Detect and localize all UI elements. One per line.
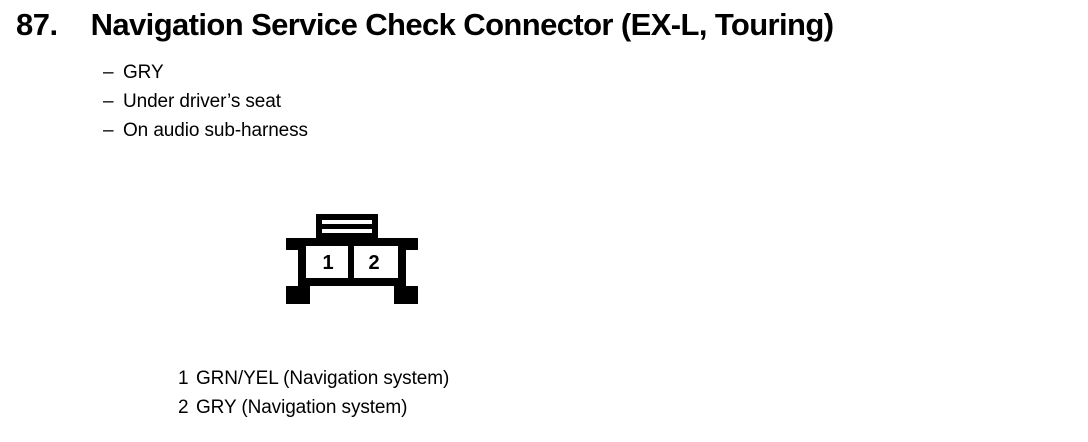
connector-shell-walls bbox=[286, 238, 418, 304]
cavity-number-2: 2 bbox=[368, 252, 379, 274]
legend-row: 1 GRN/YEL (Navigation system) bbox=[178, 369, 449, 398]
page-title: 87. Navigation Service Check Connector (… bbox=[16, 9, 1076, 40]
pin-legend: 1 GRN/YEL (Navigation system) 2 GRY (Nav… bbox=[178, 369, 449, 427]
spec-item-label: Under driver’s seat bbox=[123, 91, 281, 112]
specification-list: – GRY – Under driver’s seat – On audio s… bbox=[103, 63, 308, 150]
dash-icon: – bbox=[103, 91, 114, 112]
spec-item-label: GRY bbox=[123, 62, 164, 83]
dash-icon: – bbox=[103, 62, 114, 83]
legend-pin-description: GRN/YEL (Navigation system) bbox=[196, 368, 450, 389]
connector-diagram: 1 2 bbox=[278, 208, 428, 312]
spec-item: – GRY bbox=[103, 63, 308, 92]
section-title: Navigation Service Check Connector (EX-L… bbox=[90, 7, 834, 42]
legend-pin-description: GRY (Navigation system) bbox=[196, 397, 408, 418]
section-number: 87. bbox=[16, 7, 58, 42]
dash-icon: – bbox=[103, 120, 114, 141]
legend-row: 2 GRY (Navigation system) bbox=[178, 398, 449, 427]
cavity-number-1: 1 bbox=[322, 252, 333, 274]
legend-pin-number: 2 bbox=[178, 397, 189, 418]
legend-pin-number: 1 bbox=[178, 368, 189, 389]
connector-locking-tab bbox=[316, 214, 378, 240]
spec-item-label: On audio sub-harness bbox=[123, 120, 308, 141]
spec-item: – On audio sub-harness bbox=[103, 121, 308, 150]
spec-item: – Under driver’s seat bbox=[103, 92, 308, 121]
